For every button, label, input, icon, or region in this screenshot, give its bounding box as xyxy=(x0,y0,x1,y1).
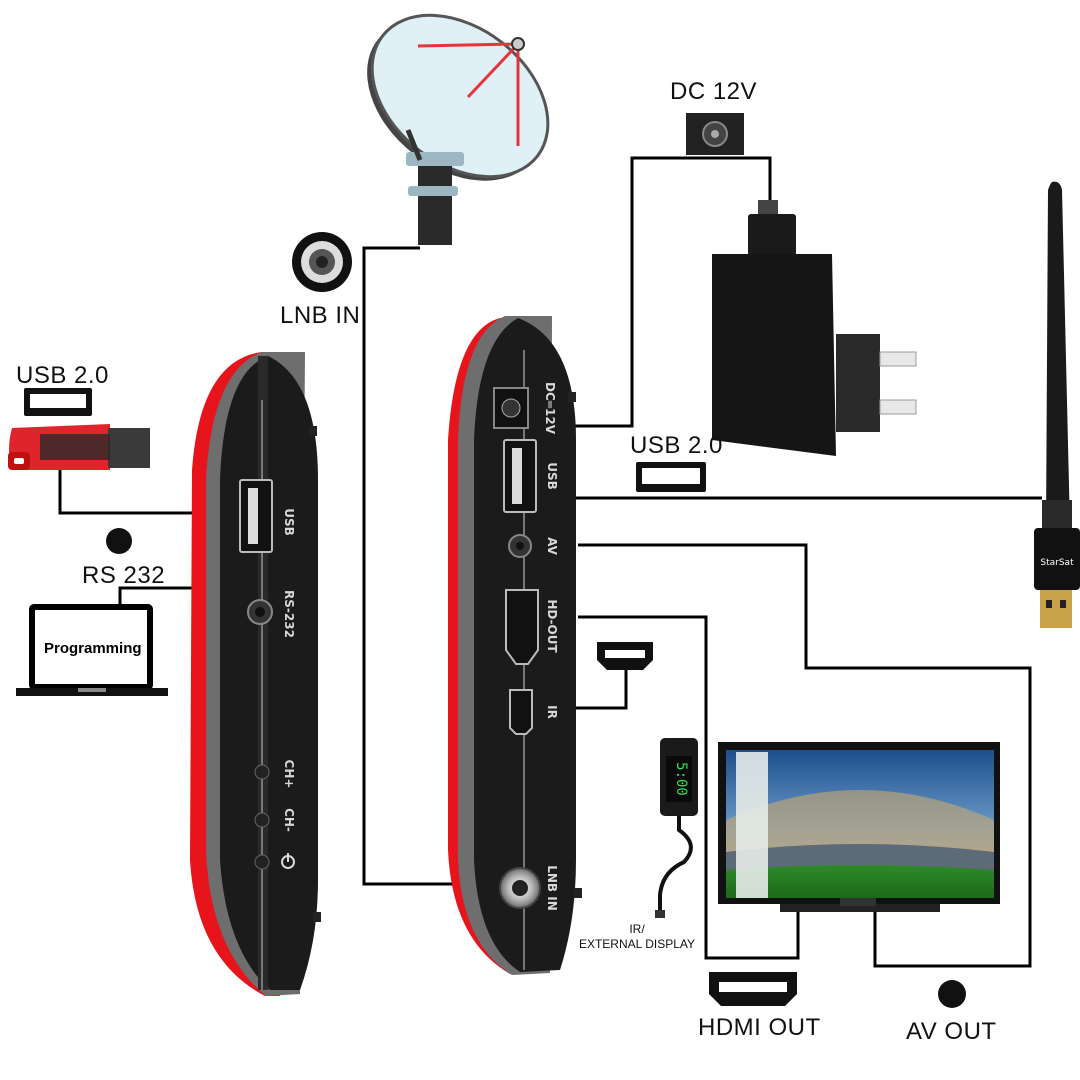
left-usb-label: USB xyxy=(282,508,296,536)
left-rs232-label: RS-232 xyxy=(282,590,296,638)
power-icon xyxy=(281,853,295,869)
right-av-label: AV xyxy=(545,537,559,555)
ir-label-line1: IR/ xyxy=(629,922,645,936)
tv-screen xyxy=(718,742,1000,912)
rs232-cable xyxy=(118,586,216,604)
hdmi-out-label: HDMI OUT xyxy=(698,1014,821,1041)
usb-port-icon-left xyxy=(24,388,92,416)
av-cable xyxy=(578,543,1032,968)
right-lnbin-label: LNB IN xyxy=(545,865,559,911)
rs232-jack-icon xyxy=(106,528,132,554)
dc-12v-label: DC 12V xyxy=(670,78,758,105)
lnb-cable xyxy=(362,246,505,886)
wifi-brand: StarSat xyxy=(1040,558,1074,568)
satellite-dish xyxy=(367,13,550,245)
right-receiver: DC═12V USB AV HD-OUT IR LNB IN xyxy=(448,316,582,975)
usb-port-icon-right xyxy=(636,462,706,492)
wifi-dongle: StarSat xyxy=(1034,181,1080,628)
right-dc-label: DC═12V xyxy=(543,382,557,435)
av-out-jack-icon xyxy=(938,980,966,1008)
hdmi-out-icon xyxy=(709,972,797,1006)
ir-cable xyxy=(565,668,628,710)
lnb-in-label: LNB IN xyxy=(280,302,361,329)
power-adapter xyxy=(712,200,917,456)
display-readout: 5:00 xyxy=(673,762,689,796)
lnb-jack-icon xyxy=(292,232,352,292)
usb-flash-drive xyxy=(8,424,150,470)
ir-external-display-label: IR/ EXTERNAL DISPLAY xyxy=(578,922,696,952)
external-display: 5:00 xyxy=(655,738,698,918)
right-hdout-label: HD-OUT xyxy=(545,599,559,653)
laptop-icon xyxy=(16,604,168,696)
cables xyxy=(58,156,1042,968)
left-receiver: USB RS-232 CH+ CH- xyxy=(190,352,321,996)
usb-stick-cable xyxy=(58,470,206,515)
usb-right-label: USB 2.0 xyxy=(630,432,723,459)
dc-jack-icon xyxy=(686,113,744,155)
left-ch-plus-label: CH+ xyxy=(282,760,296,789)
programming-label: Programming xyxy=(44,640,142,657)
right-ir-label: IR xyxy=(545,705,559,719)
hdmi-cable xyxy=(578,615,800,960)
av-out-label: AV OUT xyxy=(906,1018,997,1045)
dc-power-cable xyxy=(565,156,772,428)
ir-label-line2: EXTERNAL DISPLAY xyxy=(578,937,696,951)
left-ch-minus-label: CH- xyxy=(282,808,296,832)
right-usb-label: USB xyxy=(545,462,559,490)
usb-left-label: USB 2.0 xyxy=(16,362,109,389)
hdmi-connector-icon-small xyxy=(597,642,653,670)
rs232-label: RS 232 xyxy=(82,562,166,589)
